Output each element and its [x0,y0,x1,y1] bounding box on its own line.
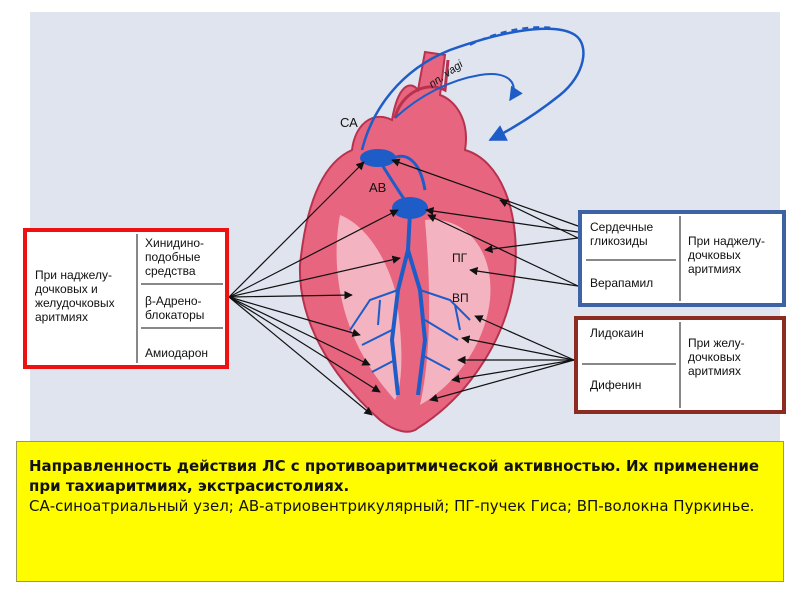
label-av: АВ [369,180,386,195]
right2-drug-difenin: Дифенин [590,378,642,392]
left-box-dividers [136,234,223,363]
right2-category: При желу- дочковых аритмиях [688,336,745,378]
left-arrows [228,161,401,416]
internodal-paths [376,154,427,209]
left-drug-amiodarone: Амиодарон [145,346,209,360]
caption-legend: СА-синоатриальный узел; АВ-атриовентрику… [29,497,755,515]
right1-arrows [391,158,579,287]
left-drug-beta-blockers: β-Адрено- блокаторы [145,294,205,322]
right1-drug-verapamil: Верапамил [590,276,654,290]
left-category: При наджелу- дочковых и желудочковых ари… [35,268,115,324]
right2-box-dividers [582,322,681,408]
heart-inner-left [336,215,402,400]
vagus-nerve-dashed [469,26,556,46]
right2-arrows [429,315,575,403]
right-drug-box-ventricular: Лидокаин Дифенин При желу- дочковых арит… [574,316,786,414]
caption-bold: Направленность действия ЛС с противоарит… [29,457,760,495]
purkinje-fibers [349,289,471,373]
right1-box-dividers [586,216,681,301]
label-vp: ВП [452,291,469,305]
vagus-nerve-branch [394,73,523,119]
aorta-arch [393,59,450,119]
vagus-nerve [360,27,585,151]
right1-category: При наджелу- дочковых аритмиях [688,234,765,276]
left-drug-box: При наджелу- дочковых и желудочковых ари… [23,228,229,369]
right1-drug-glycosides: Сердечные гликозиды [590,220,654,248]
right-drug-box-supraventricular: Сердечные гликозиды Верапамил При наджел… [578,210,786,307]
right2-drug-lidocaine: Лидокаин [590,326,644,340]
left-drug-quinidine: Хинидино- подобные средства [145,236,205,278]
caption-box: Направленность действия ЛС с противоарит… [16,441,784,582]
heart-inner-right [420,219,491,405]
label-sa: СА [340,115,358,130]
label-pg: ПГ [452,251,468,265]
